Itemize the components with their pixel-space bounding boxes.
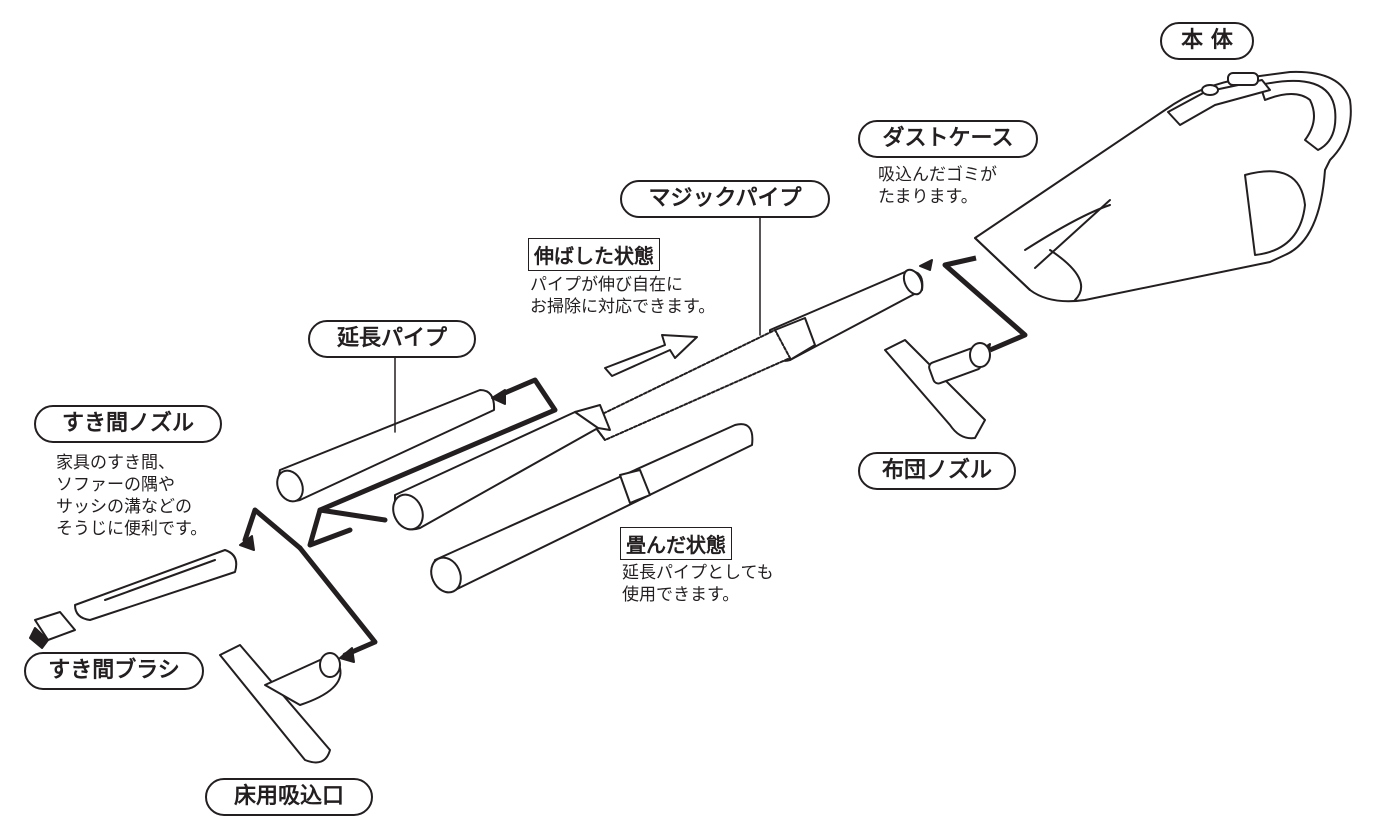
desc-dust-case: 吸込んだゴミがたまります。: [878, 165, 997, 207]
extension-pipe-illustration: [276, 389, 496, 503]
folded-pipe-lower-illustration: [430, 423, 754, 594]
magic-pipe-folded-illustration: [392, 404, 611, 531]
label-dust-case: ダストケース: [858, 120, 1038, 158]
desc-extended-state: パイプが伸び自在にお掃除に対応できます。: [530, 275, 716, 317]
desc-crevice-nozzle: 家具のすき間、ソファーの隅やサッシの溝などのそうじに便利です。: [56, 453, 208, 539]
dust-case-connector-arrow: [942, 255, 1028, 353]
leader-lines: [394, 204, 761, 433]
floor-nozzle-illustration: [219, 644, 342, 764]
label-futon-nozzle: 布団ノズル: [858, 452, 1016, 490]
crevice-nozzle-illustration: [74, 549, 238, 621]
accessory-connector-lines: [242, 377, 558, 658]
label-floor-nozzle: 床用吸込口: [205, 778, 373, 816]
vacuum-main-body-illustration: [974, 70, 1352, 303]
label-main-body: 本 体: [1160, 22, 1254, 60]
label-extended-state: 伸ばした状態: [528, 238, 660, 271]
futon-nozzle-illustration: [884, 339, 991, 440]
label-crevice-brush: すき間ブラシ: [24, 652, 204, 690]
label-folded-state: 畳んだ状態: [620, 527, 732, 560]
desc-folded-state: 延長パイプとしても使用できます。: [622, 563, 774, 605]
label-extension-pipe: 延長パイプ: [308, 320, 476, 358]
label-crevice-nozzle: すき間ノズル: [34, 405, 222, 443]
extend-direction-arrow: [604, 334, 698, 377]
crevice-brush-illustration: [29, 611, 76, 649]
label-magic-pipe: マジックパイプ: [620, 180, 830, 218]
magic-pipe-extended-illustration: [589, 268, 924, 441]
